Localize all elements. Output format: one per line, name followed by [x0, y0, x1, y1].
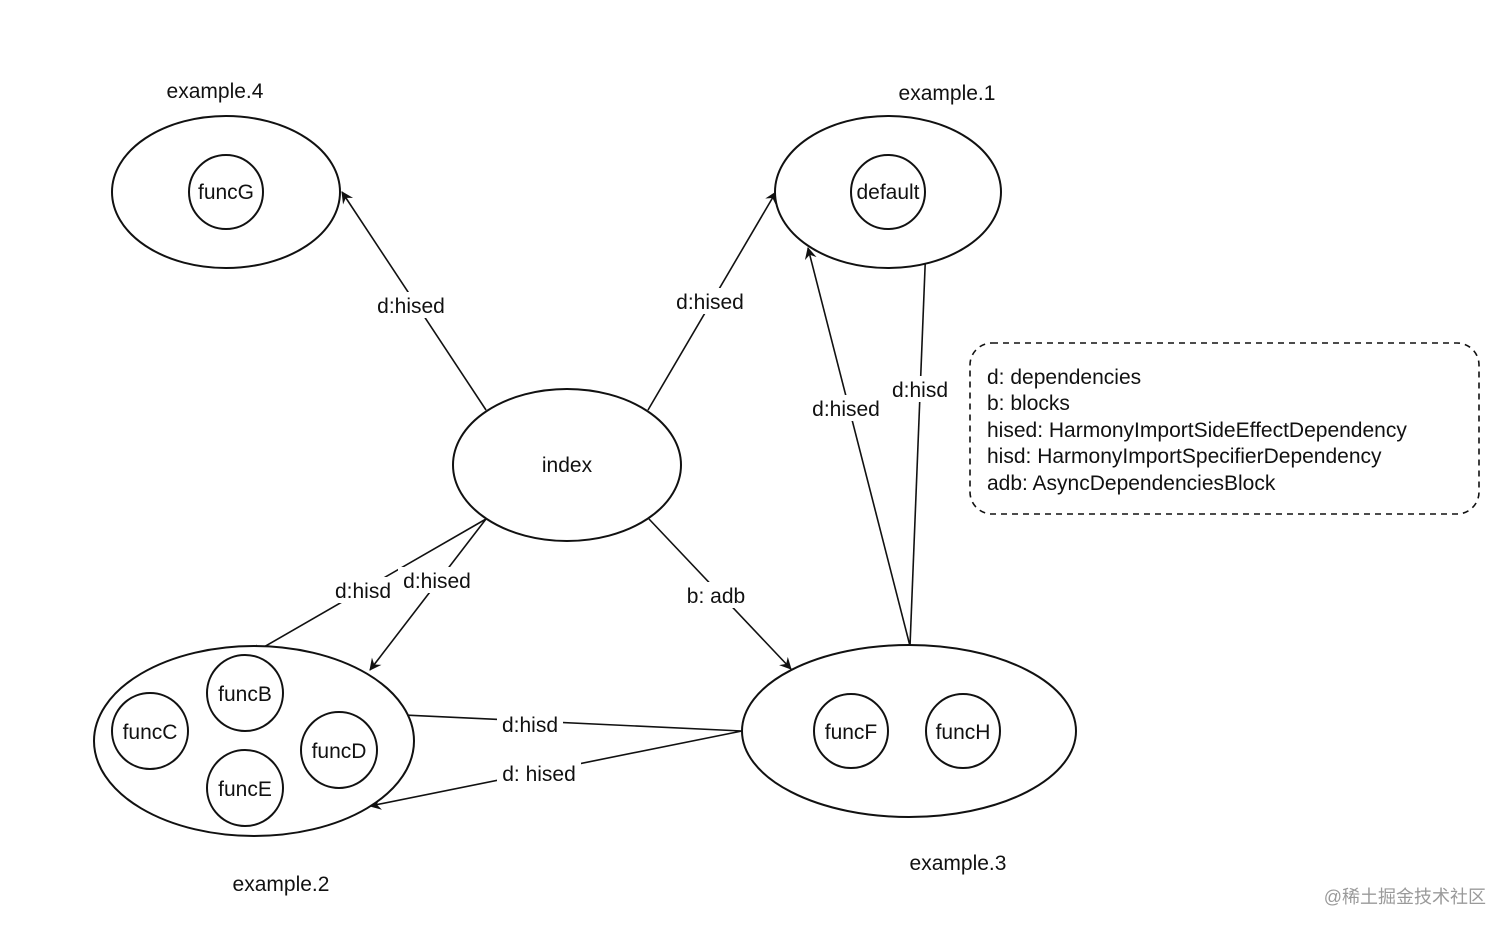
legend: d: dependencies b: blocks hised: Harmony… — [969, 342, 1480, 515]
func-node-funcG — [188, 154, 264, 230]
legend-box — [969, 342, 1480, 515]
edge-index-example2 — [369, 518, 487, 671]
edge-label-index-example1: d:hised — [676, 291, 744, 314]
module-index: index — [452, 388, 682, 542]
func-node-default — [850, 154, 926, 230]
edge-label-index-example4: d:hised — [377, 295, 445, 318]
edge-label-example3-example1: d:hised — [812, 398, 880, 421]
func-node-funcC — [111, 692, 189, 770]
module-example3: funcF funcH example.3 — [741, 644, 1077, 875]
edge-label-example3-default: d:hisd — [892, 379, 948, 402]
module-title-index: index — [542, 454, 593, 477]
module-title-example2: example.2 — [233, 873, 330, 896]
legend-item-adb: adb: AsyncDependenciesBlock — [987, 472, 1276, 495]
module-title-example3: example.3 — [910, 852, 1007, 875]
func-node-funcE — [206, 749, 284, 827]
func-label-funcD: funcD — [312, 740, 367, 763]
func-label-funcB: funcB — [218, 683, 272, 706]
func-node-funcF — [813, 693, 889, 769]
func-node-funcD — [300, 711, 378, 789]
module-title-example4: example.4 — [167, 80, 264, 103]
func-node-funcH — [925, 693, 1001, 769]
legend-item-hisd: hisd: HarmonyImportSpecifierDependency — [987, 445, 1382, 468]
module-title-example1: example.1 — [899, 82, 996, 105]
legend-item-blocks: b: blocks — [987, 392, 1070, 415]
edge-label-example3-funcD: d:hisd — [502, 714, 558, 737]
edge-label-index-funcB: d:hisd — [335, 580, 391, 603]
edge-labels: d:hised d:hised d:hised d:hisd d:hisd d:… — [330, 288, 953, 786]
legend-item-dependencies: d: dependencies — [987, 366, 1141, 389]
edge-label-index-example2: d:hised — [403, 570, 471, 593]
module-ellipse-index — [452, 388, 682, 542]
func-node-funcB — [206, 654, 284, 732]
func-label-funcH: funcH — [936, 721, 991, 744]
func-label-funcF: funcF — [825, 721, 878, 744]
func-label-funcG: funcG — [198, 181, 254, 204]
edge-example3-default-hisd — [909, 192, 934, 647]
func-label-default: default — [856, 181, 919, 204]
edge-label-index-example3: b: adb — [687, 585, 745, 608]
func-label-funcE: funcE — [218, 778, 272, 801]
module-example4: example.4 funcG — [111, 80, 341, 269]
edge-label-example3-example2: d: hised — [502, 763, 576, 786]
legend-item-hised: hised: HarmonyImportSideEffectDependency — [987, 419, 1407, 442]
module-example1: example.1 default — [774, 82, 1002, 269]
watermark-text: @稀土掘金技术社区 — [1324, 887, 1486, 907]
module-example2: funcB funcC funcD funcE example.2 — [93, 645, 415, 896]
edge-example3-example1-hised — [804, 247, 911, 647]
func-label-funcC: funcC — [123, 721, 178, 744]
module-ellipse-example3 — [741, 644, 1077, 818]
